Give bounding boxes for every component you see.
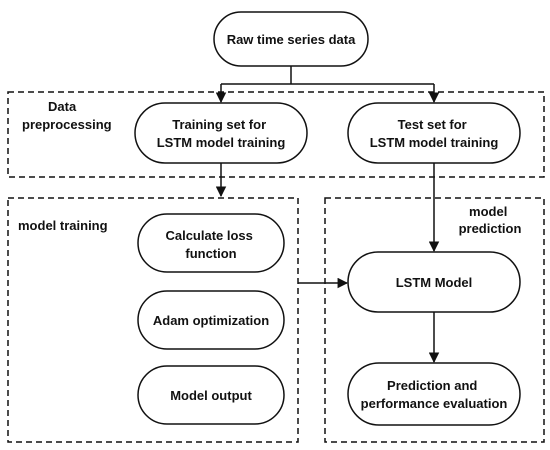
preprocessing-region-label: Data preprocessing	[22, 99, 112, 132]
training-set-label: Training set for LSTM model training	[157, 117, 286, 150]
adam-optimization-label: Adam optimization	[153, 313, 269, 328]
loss-function-label-line-2: function	[185, 246, 236, 261]
training-region	[7, 197, 299, 443]
lstm-model-label: LSTM Model	[396, 275, 473, 290]
training-label-line-1: model training	[18, 218, 108, 233]
loss-function-label: Calculate loss function	[165, 228, 256, 261]
evaluation-node	[347, 362, 521, 426]
adam-optimization-label-line-1: Adam optimization	[153, 313, 269, 328]
evaluation-label-line-1: Prediction and	[387, 378, 477, 393]
lstm-model-label-line-1: LSTM Model	[396, 275, 473, 290]
test-set-label-line-1: Test set for	[398, 117, 467, 132]
preprocessing-label-line-1: Data	[48, 99, 77, 114]
model-output-label-line-1: Model output	[170, 388, 252, 403]
loss-function-label-line-1: Calculate loss	[165, 228, 252, 243]
prediction-region-label: model prediction	[459, 204, 522, 236]
training-set-label-line-2: LSTM model training	[157, 135, 286, 150]
prediction-region	[324, 197, 545, 443]
raw-data-label: Raw time series data	[227, 32, 356, 47]
prediction-label-line-2: prediction	[459, 221, 522, 236]
evaluation-label: Prediction and performance evaluation	[361, 378, 508, 411]
training-set-label-line-1: Training set for	[172, 117, 266, 132]
test-set-node	[347, 102, 521, 164]
training-region-label: model training	[18, 218, 108, 233]
model-output-label: Model output	[170, 388, 252, 403]
model-output-node	[137, 365, 285, 425]
loss-function-node	[137, 213, 285, 273]
test-set-label-line-2: LSTM model training	[370, 135, 499, 150]
raw-data-label-line-1: Raw time series data	[227, 32, 356, 47]
preprocessing-label-line-2: preprocessing	[22, 117, 112, 132]
test-set-label: Test set for LSTM model training	[370, 117, 499, 150]
training-set-node	[134, 102, 308, 164]
prediction-label-line-1: model	[469, 204, 507, 219]
evaluation-label-line-2: performance evaluation	[361, 396, 508, 411]
adam-optimization-node	[137, 290, 285, 350]
